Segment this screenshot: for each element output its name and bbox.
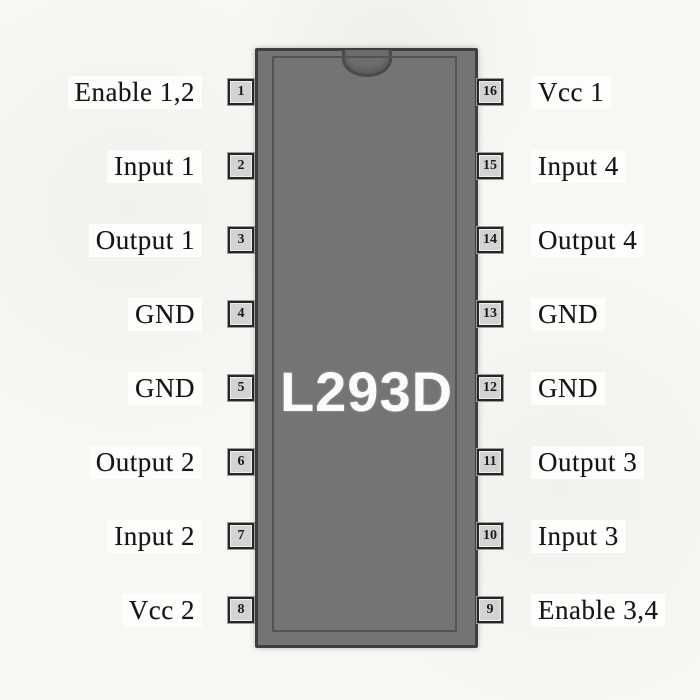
- pin-row-right-14: 14 Output 4: [477, 223, 700, 257]
- pin-number-box: 5: [228, 375, 254, 401]
- chip-part-number: L293D: [279, 360, 454, 423]
- pin-row-left-6: Output 2 6: [0, 445, 254, 479]
- pin-label: Input 1: [107, 149, 202, 183]
- pin-number-box: 9: [477, 597, 503, 623]
- pin-number-box: 14: [477, 227, 503, 253]
- pin-number-box: 7: [228, 523, 254, 549]
- pin-number-box: 11: [477, 449, 503, 475]
- pin-number-box: 16: [477, 79, 503, 105]
- pin-label: Vcc 1: [531, 75, 612, 109]
- pin-number-box: 13: [477, 301, 503, 327]
- pin-number-box: 1: [228, 79, 254, 105]
- pin-label: Enable 3,4: [531, 593, 666, 627]
- pin-row-right-9: 9 Enable 3,4: [477, 593, 700, 627]
- pin-row-left-1: Enable 1,2 1: [0, 75, 254, 109]
- pin-label: Output 1: [88, 223, 202, 257]
- pin-number-box: 8: [228, 597, 254, 623]
- pin-label: Output 4: [531, 223, 645, 257]
- pin-number-box: 10: [477, 523, 503, 549]
- pin-number-box: 3: [228, 227, 254, 253]
- pin-row-left-3: Output 1 3: [0, 223, 254, 257]
- pin-label: Input 4: [531, 149, 626, 183]
- pin-row-right-15: 15 Input 4: [477, 149, 700, 183]
- pin-number-box: 15: [477, 153, 503, 179]
- pin-number-box: 6: [228, 449, 254, 475]
- pin-label: GND: [531, 297, 605, 331]
- pin-label: Vcc 2: [121, 593, 202, 627]
- pin-row-left-7: Input 2 7: [0, 519, 254, 553]
- pin-number-box: 12: [477, 375, 503, 401]
- pin-number-box: 2: [228, 153, 254, 179]
- pin-row-right-13: 13 GND: [477, 297, 700, 331]
- pin-label: GND: [128, 371, 202, 405]
- pin-number-box: 4: [228, 301, 254, 327]
- pin-row-right-11: 11 Output 3: [477, 445, 700, 479]
- ic-chip-body: L293D: [255, 48, 478, 648]
- pin-row-right-12: 12 GND: [477, 371, 700, 405]
- pin1-notch-icon: [341, 50, 392, 77]
- pin-label: Input 2: [107, 519, 202, 553]
- pin-row-right-10: 10 Input 3: [477, 519, 700, 553]
- pin-label: GND: [128, 297, 202, 331]
- pin-label: Output 3: [531, 445, 645, 479]
- pin-row-left-4: GND 4: [0, 297, 254, 331]
- pin-label: Output 2: [88, 445, 202, 479]
- chip-inner-outline: [272, 56, 457, 632]
- pin-label: Input 3: [531, 519, 626, 553]
- pin-row-left-2: Input 1 2: [0, 149, 254, 183]
- pin-row-left-5: GND 5: [0, 371, 254, 405]
- pin-label: GND: [531, 371, 605, 405]
- pin-row-left-8: Vcc 2 8: [0, 593, 254, 627]
- pin-label: Enable 1,2: [67, 75, 202, 109]
- pin-row-right-16: 16 Vcc 1: [477, 75, 700, 109]
